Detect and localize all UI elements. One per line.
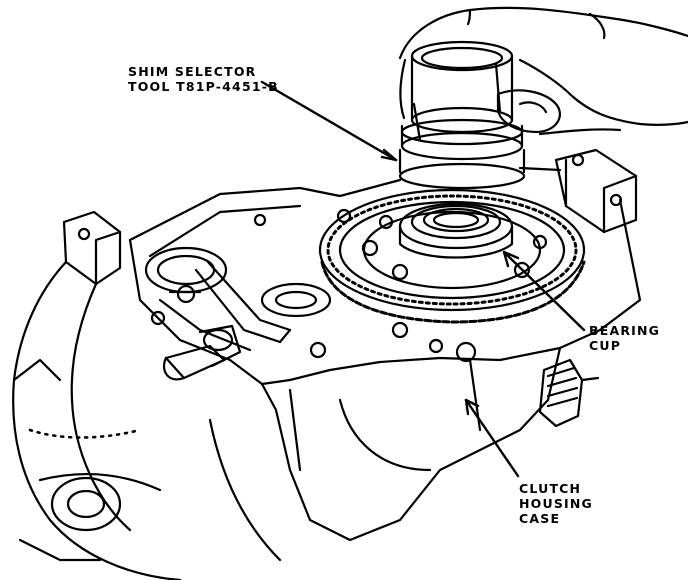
- label-bearing-line2: CUP: [589, 338, 622, 353]
- label-bearing-line1: BEARING: [589, 323, 661, 338]
- hand-drawing: [398, 6, 688, 136]
- speed-sensor: [162, 324, 242, 381]
- label-clutch-line1: CLUTCH: [519, 481, 582, 496]
- label-shim-line1: SHIM SELECTOR: [128, 64, 257, 79]
- label-clutch-line3: CASE: [519, 511, 561, 526]
- shift-components: [144, 208, 477, 363]
- leader-lines: [260, 80, 586, 478]
- label-bearing-cup: BEARING CUP: [589, 323, 660, 353]
- label-shim-selector-tool: SHIM SELECTOR TOOL T81P-4451-B: [128, 64, 279, 94]
- label-shim-line2: TOOL T81P-4451-B: [128, 79, 279, 94]
- label-clutch-line2: HOUSING: [519, 496, 594, 511]
- shim-selector-tool: [398, 40, 526, 190]
- bearing-cup: [398, 202, 514, 259]
- case-body: [12, 148, 642, 580]
- ring-gear: [318, 188, 586, 324]
- label-clutch-housing-case: CLUTCH HOUSING CASE: [519, 481, 593, 526]
- side-actuator: [538, 358, 600, 428]
